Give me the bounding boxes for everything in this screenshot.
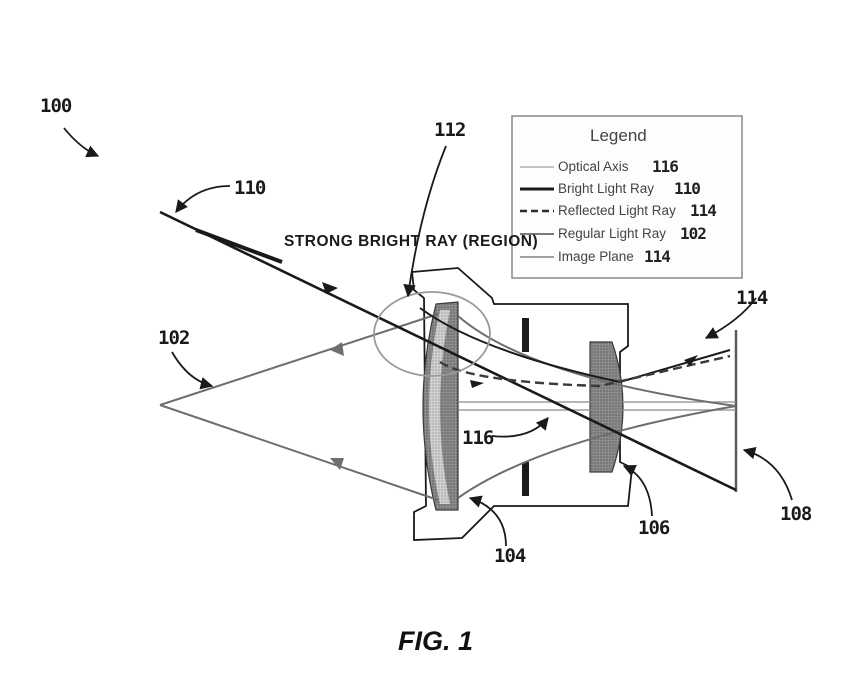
legend-label-regular-ray: Regular Light Ray: [558, 226, 666, 241]
bright-ray: [159, 210, 737, 492]
regular-rays: [159, 313, 737, 501]
ref-regular-ray: 102: [158, 327, 189, 349]
second-lens: [589, 341, 624, 473]
legend-number-reflected-ray: 114: [690, 201, 716, 220]
first-lens-front-face: [429, 310, 450, 504]
lens-housing: [411, 267, 633, 541]
legend-number-bright-ray: 110: [674, 179, 700, 198]
leader-lines: [63, 127, 793, 547]
legend-label-optical-axis: Optical Axis: [558, 159, 629, 174]
ref-system: 100: [40, 95, 72, 117]
ref-image-plane: 108: [780, 503, 812, 525]
ref-optical-axis: 116: [462, 427, 494, 449]
ref-reflected-ray: 114: [736, 287, 768, 309]
ref-strong-region: 112: [434, 119, 465, 141]
figure-caption: FIG. 1: [398, 626, 473, 656]
legend-number-regular-ray: 102: [680, 224, 706, 243]
upper-ray: [419, 307, 731, 384]
regular-ray-arrow-upper: [330, 342, 344, 356]
regular-ray-arrow-lower: [330, 458, 344, 470]
legend-label-image-plane: Image Plane: [558, 249, 634, 264]
legend-number-image-plane: 114: [644, 247, 670, 266]
ref-second-lens: 106: [638, 517, 670, 539]
ref-bright-ray: 110: [234, 177, 266, 199]
first-lens: [422, 301, 459, 511]
aperture-stop-top: [522, 318, 529, 352]
ref-first-lens: 104: [494, 545, 526, 567]
legend-title: Legend: [590, 126, 647, 145]
legend-label-reflected-ray: Reflected Light Ray: [558, 203, 676, 218]
reflected-ray-arrow-1: [470, 380, 484, 388]
annotation-strong-bright-ray: STRONG BRIGHT RAY (REGION): [284, 233, 538, 250]
reflected-ray-arrow-2: [684, 355, 698, 366]
bright-ray-thick-segment: [195, 228, 283, 264]
legend-label-bright-ray: Bright Light Ray: [558, 181, 654, 196]
reflected-ray: [439, 354, 731, 388]
legend-swatches: [520, 166, 554, 258]
bright-ray-arrow: [322, 282, 338, 294]
strong-bright-region: [373, 291, 491, 377]
aperture-stop-bottom: [522, 462, 529, 496]
legend-number-optical-axis: 116: [652, 157, 678, 176]
legend-box: [511, 115, 743, 279]
